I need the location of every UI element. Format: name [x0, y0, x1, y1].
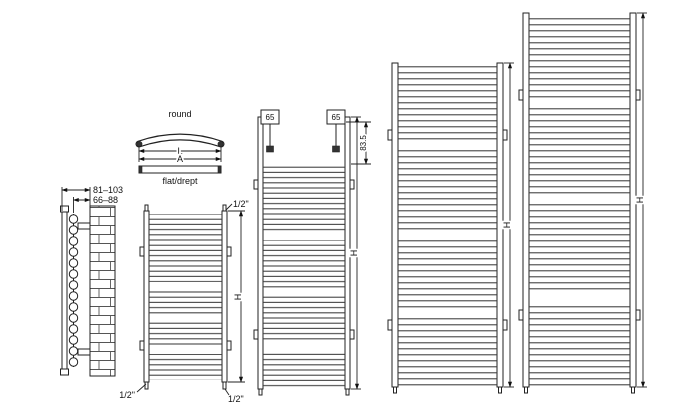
radiator-medium: 65 65 83.5 H — [253, 109, 371, 396]
bottom-end-plug — [60, 368, 69, 376]
rung-groups — [529, 16, 630, 386]
radiator-small: 1/2" 1/2" 1/2" H — [119, 199, 248, 404]
hook-right — [332, 145, 340, 153]
top-end-plug — [60, 205, 69, 213]
right-rail — [629, 12, 637, 388]
round-tube-cap-left — [136, 141, 143, 147]
connection-label-bottom-right: 1/2" — [228, 394, 244, 404]
bracket-dim-box-left — [260, 109, 280, 125]
flat-profile-label: flat/drept — [162, 176, 198, 186]
depth-dimensions: 81–103 66–88 — [61, 185, 123, 213]
side-view-assembly: 81–103 66–88 — [60, 185, 123, 377]
connection-label-bottom-left: 1/2" — [119, 390, 135, 400]
radiator-xlarge: H — [518, 12, 647, 394]
height-dimension: H — [500, 62, 514, 388]
rung-groups — [398, 66, 497, 386]
axis-dim-label: A — [177, 154, 183, 164]
brick-wall — [89, 205, 116, 377]
wall-bracket-top — [77, 222, 91, 230]
bracket-dim-right: 65 — [332, 113, 341, 122]
height-label: H — [349, 250, 359, 257]
dim-label-inner-depth: 66–88 — [93, 195, 118, 205]
flat-tube-cap-right — [217, 165, 222, 174]
tube-ends — [68, 214, 79, 367]
rung-groups — [263, 164, 345, 388]
flat-tube-body — [138, 165, 222, 174]
rung-groups — [149, 214, 222, 380]
bracket-dim-left: 65 — [266, 113, 275, 122]
radiator-large: H — [387, 62, 514, 394]
height-label: H — [635, 197, 645, 204]
round-profile-label: round — [168, 109, 191, 119]
right-rail — [221, 210, 228, 383]
round-tube-body — [136, 134, 224, 147]
connection-label-top: 1/2" — [233, 199, 249, 209]
round-tube-cap-right — [217, 141, 224, 147]
left-rail — [391, 62, 399, 388]
wall-bracket-bottom — [77, 348, 91, 356]
length-dim-label: L — [177, 146, 182, 156]
hook-left — [266, 145, 274, 153]
left-rail — [257, 116, 264, 390]
bracket-dim-box-right — [326, 109, 346, 125]
left-rail — [143, 210, 150, 383]
height-label: H — [233, 294, 243, 301]
left-rail — [522, 12, 530, 388]
top-brackets: 65 65 — [260, 109, 346, 153]
tube-profiles: round L A flat/drept — [135, 109, 225, 186]
top-offset-label: 83.5 — [359, 135, 368, 151]
top-offset-dimension: 83.5 — [346, 121, 371, 165]
flat-tube-cap-left — [138, 165, 143, 174]
side-flat-rail — [61, 211, 68, 370]
height-dimension: H — [347, 116, 361, 390]
dim-label-outer-depth: 81–103 — [93, 185, 123, 195]
height-label: H — [502, 222, 512, 229]
height-dimension: H — [228, 210, 245, 383]
height-dimension: H — [633, 12, 647, 388]
